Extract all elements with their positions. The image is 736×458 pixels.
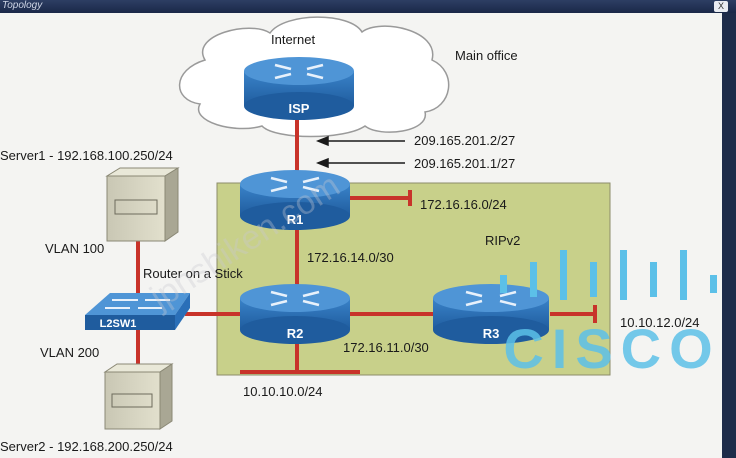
r2-router[interactable]: R2 (240, 284, 350, 344)
r3-router[interactable]: R3 (433, 284, 549, 344)
links (136, 118, 597, 374)
lan-172-16-16-label: 172.16.16.0/24 (420, 197, 507, 212)
vlan200-label: VLAN 200 (40, 345, 99, 360)
cisco-logo: CISCO (500, 250, 720, 380)
lan-10-10-10-label: 10.10.10.0/24 (243, 384, 323, 399)
window-title: Topology (2, 0, 43, 11)
server1-label: Server1 - 192.168.100.250/24 (0, 148, 173, 163)
r1-ip-label: 209.165.201.1/27 (414, 156, 515, 171)
vlan100-label: VLAN 100 (45, 241, 104, 256)
router-arrows-icon (270, 176, 320, 193)
l2sw1-switch[interactable]: L2SW1 (85, 293, 190, 330)
router-arrows-icon (274, 63, 324, 80)
server2-icon[interactable] (103, 363, 174, 430)
internet-label: Internet (271, 32, 315, 47)
r1-router[interactable]: R1 (240, 170, 350, 230)
r2-label: R2 (287, 326, 304, 341)
topology-diagram: Internet Main office RIPv2 (0, 16, 720, 454)
cisco-wordmark: CISCO (503, 317, 720, 380)
switch-arrows-icon (105, 299, 170, 309)
r1-label: R1 (287, 212, 304, 227)
link-172-16-14-label: 172.16.14.0/30 (307, 250, 394, 265)
l2sw1-label: L2SW1 (100, 318, 137, 330)
isp-ip-label: 209.165.201.2/27 (414, 133, 515, 148)
main-office-label: Main office (455, 48, 518, 63)
isp-router[interactable]: ISP (244, 57, 354, 120)
close-button[interactable]: X (714, 1, 728, 12)
lan-10-10-12-label: 10.10.12.0/24 (620, 315, 700, 330)
router-arrows-icon (270, 290, 320, 307)
isp-label: ISP (289, 101, 310, 116)
ripv2-label: RIPv2 (485, 233, 520, 248)
ip-arrows (315, 135, 405, 169)
r3-label: R3 (483, 326, 500, 341)
router-on-stick-label: Router on a Stick (143, 266, 243, 281)
title-bar: Topology X (0, 0, 736, 13)
server1-icon[interactable] (105, 167, 180, 242)
server2-label: Server2 - 192.168.200.250/24 (0, 439, 173, 454)
topology-canvas: Internet Main office RIPv2 (0, 13, 722, 458)
link-172-16-11-label: 172.16.11.0/30 (343, 340, 429, 355)
router-arrows-icon (465, 290, 517, 307)
